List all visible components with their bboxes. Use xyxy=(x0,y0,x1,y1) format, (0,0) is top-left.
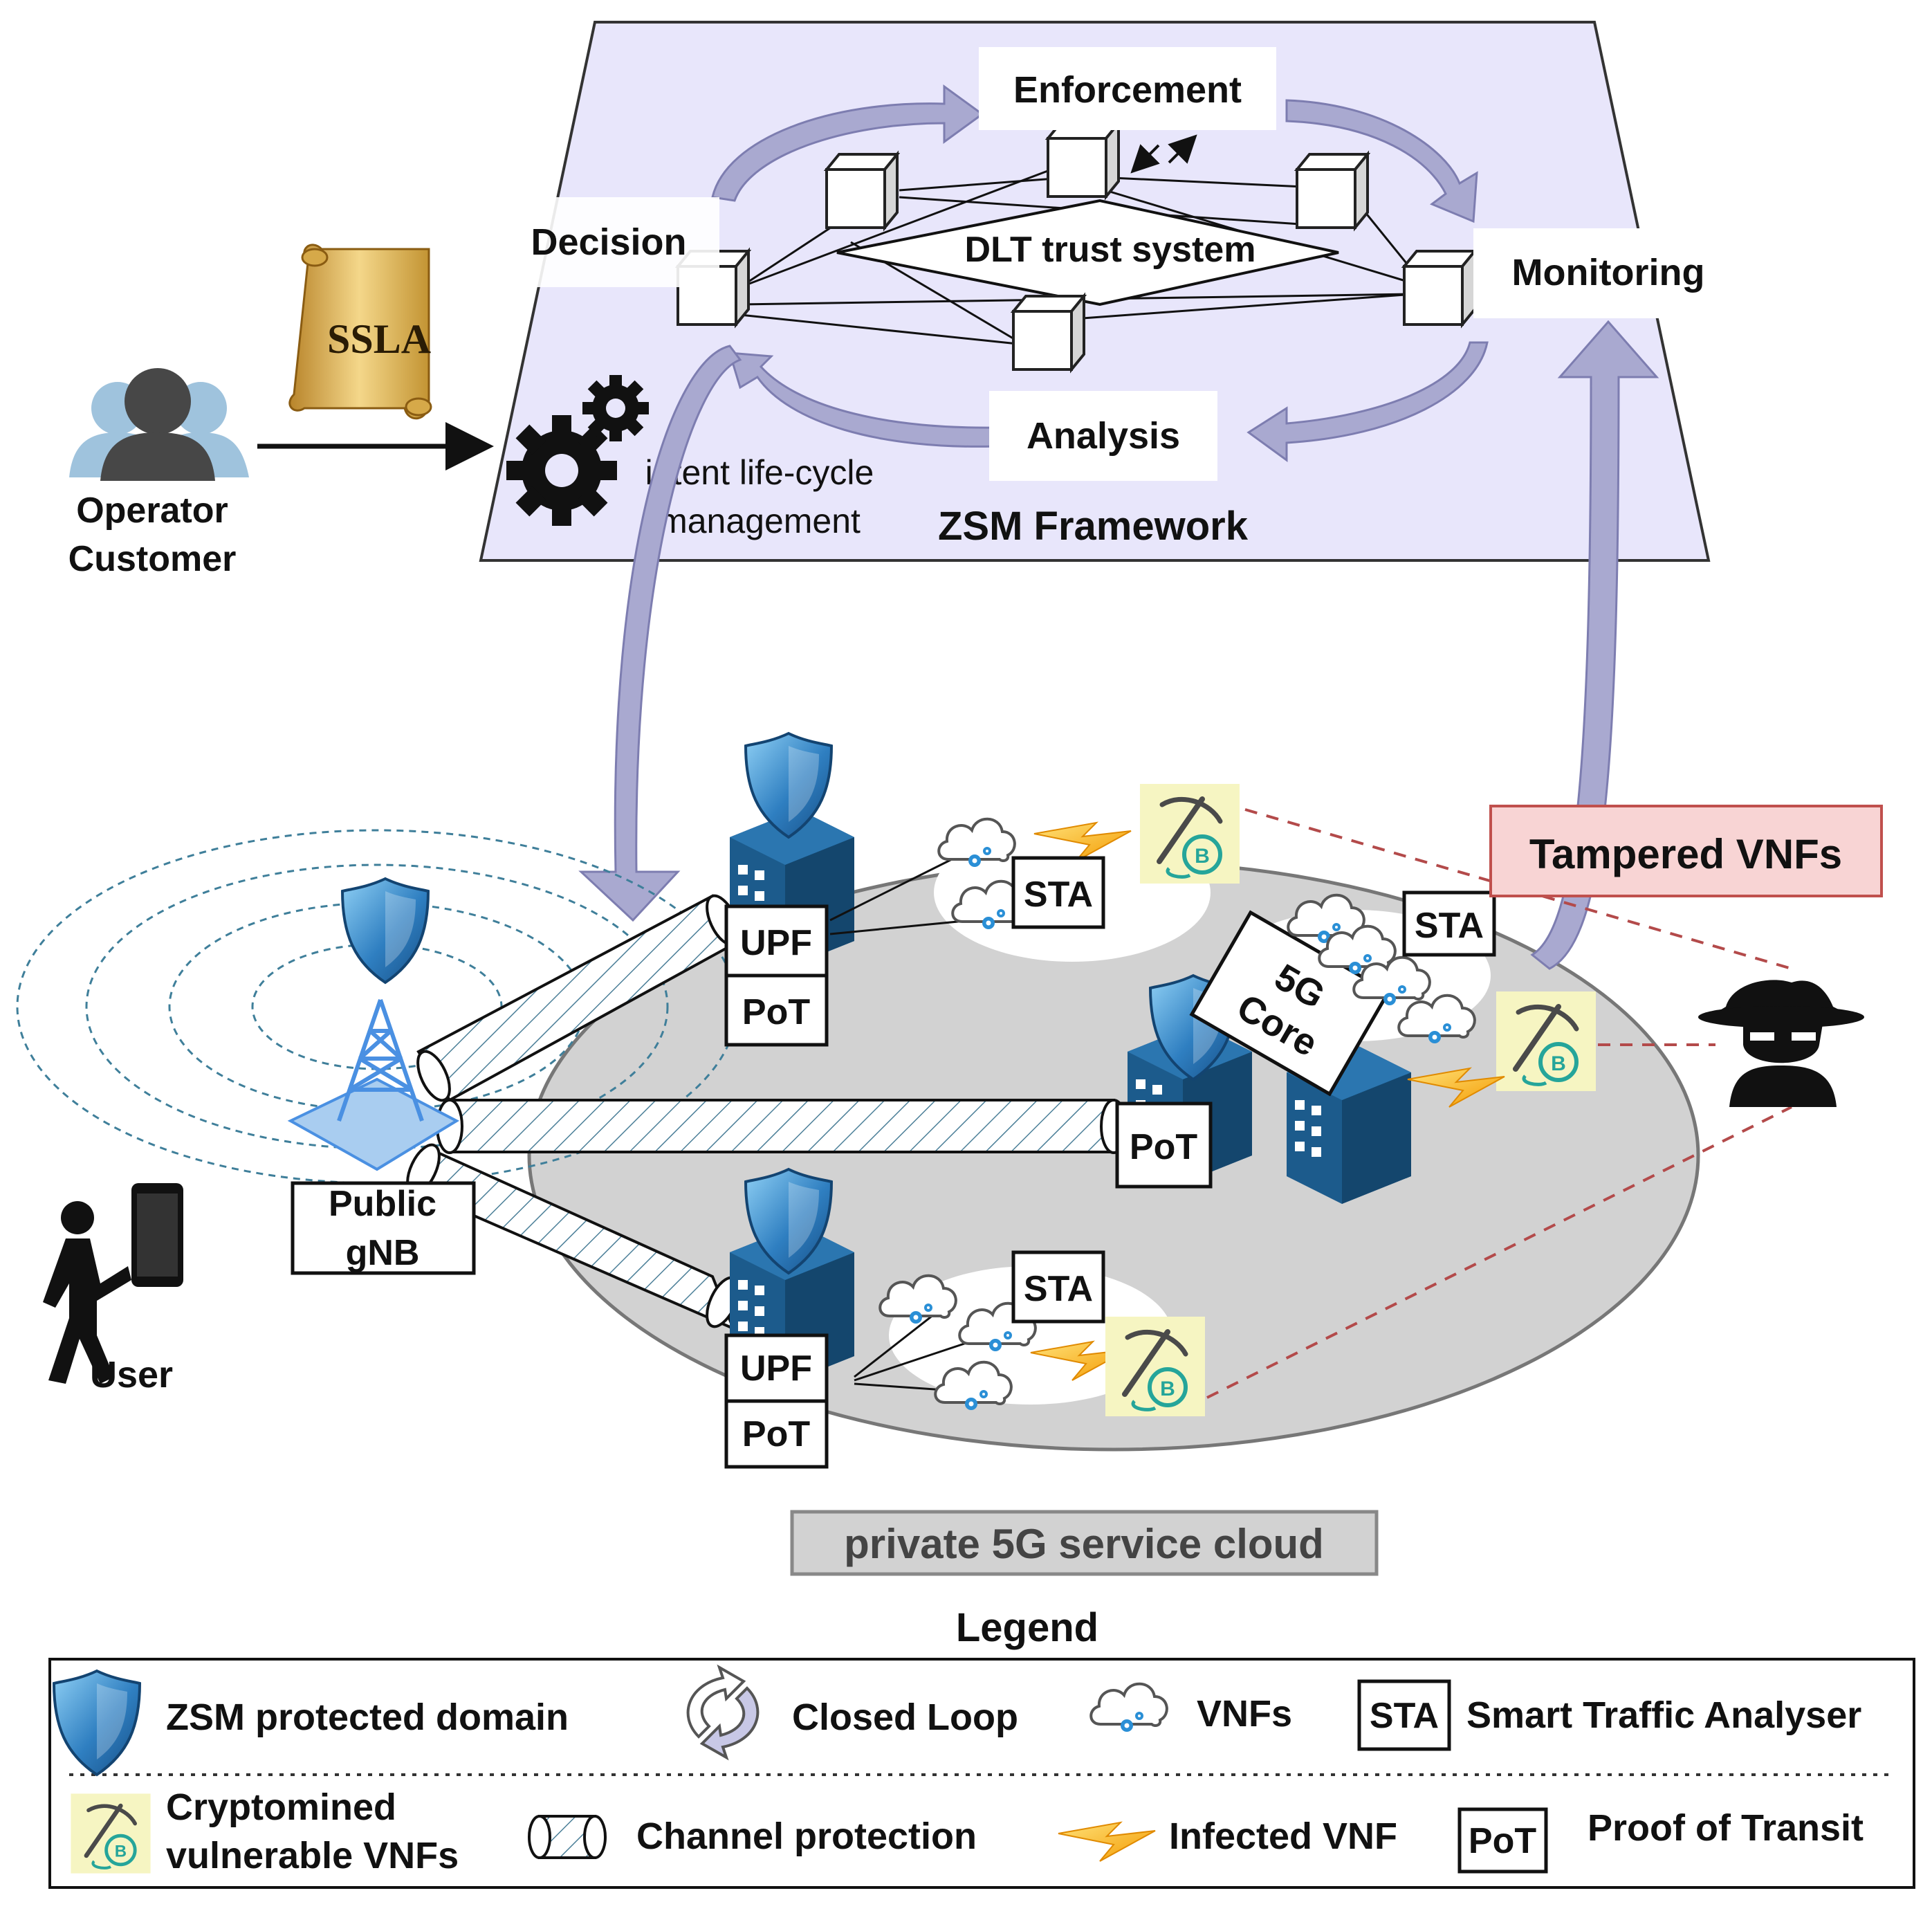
legend-title: Legend xyxy=(956,1605,1098,1650)
sta-bottom-box xyxy=(1011,1250,1105,1324)
exchange-arrows-icon xyxy=(1130,134,1197,174)
pot-top-label: PoT xyxy=(742,992,810,1032)
public-gnb-tower-icon xyxy=(287,877,460,1171)
attacker-links xyxy=(1206,808,1792,1399)
pot-top-box xyxy=(724,973,829,1047)
crypto-tile-core xyxy=(1496,991,1596,1091)
closed-loop-arrows xyxy=(711,84,1489,462)
gnb-line1: Public xyxy=(329,1184,436,1224)
pot-core-label: PoT xyxy=(1130,1127,1197,1167)
sta-bottom-label: STA xyxy=(1024,1269,1093,1309)
legend-crypto-line2: vulnerable VNFs xyxy=(166,1835,459,1876)
legend-infected: Infected VNF xyxy=(1169,1816,1397,1857)
gnb-line2: gNB xyxy=(346,1233,420,1273)
monitoring-label: Monitoring xyxy=(1512,252,1705,293)
legend-sta-label: STA xyxy=(1370,1696,1439,1736)
pot-bottom-box xyxy=(724,1399,829,1469)
analysis-label: Analysis xyxy=(1027,415,1180,457)
legend-sta-box xyxy=(1357,1679,1451,1751)
vnf-cloud-top-1 xyxy=(937,817,1016,868)
operator-line2: Customer xyxy=(68,539,237,579)
upf-bottom-label: UPF xyxy=(740,1348,812,1389)
dlt-label: DLT trust system xyxy=(965,230,1256,270)
dlt-trust-system: DLT trust system xyxy=(836,199,1339,307)
tampered-vnfs-label: Tampered VNFs xyxy=(1529,831,1842,877)
sta-top-label: STA xyxy=(1024,875,1093,915)
gnb-box xyxy=(291,1181,476,1275)
crypto-tile-top xyxy=(1140,784,1240,884)
attacker-icon xyxy=(1698,980,1864,1107)
cloud-label: private 5G service cloud xyxy=(844,1521,1324,1567)
intent-line1: intent life-cycle xyxy=(645,453,874,492)
upf-top-label: UPF xyxy=(740,923,812,963)
legend-sta-desc: Smart Traffic Analyser xyxy=(1466,1694,1861,1736)
tampered-vnfs-box xyxy=(1489,805,1883,897)
ssla-scroll-icon: SSLA xyxy=(288,244,432,420)
enforcement-label: Enforcement xyxy=(1013,69,1242,111)
legend-pot-label: PoT xyxy=(1469,1821,1536,1861)
sta-top-box xyxy=(1011,856,1105,929)
legend-vnfs: VNFs xyxy=(1197,1693,1292,1735)
decision-label: Decision xyxy=(531,221,686,263)
intent-line2: management xyxy=(659,502,861,540)
pot-bottom-label: PoT xyxy=(742,1414,810,1454)
operator-customer-icon xyxy=(69,368,249,481)
ssla-label: SSLA xyxy=(327,316,431,362)
legend-channel-icon xyxy=(528,1815,607,1859)
legend-zsm-domain: ZSM protected domain xyxy=(166,1697,569,1738)
operator-line1: Operator xyxy=(76,491,228,531)
loop-phase-labels: Enforcement Decision Monitoring Analysis xyxy=(505,47,1715,481)
legend-closed-loop: Closed Loop xyxy=(792,1697,1018,1738)
upf-top-links xyxy=(829,857,973,935)
user-icon xyxy=(43,1183,183,1384)
cloud-label-box xyxy=(790,1510,1379,1576)
pot-core-box xyxy=(1115,1101,1213,1189)
crypto-tile-bottom xyxy=(1105,1317,1205,1416)
legend-channel: Channel protection xyxy=(636,1816,977,1857)
sta-core-label: STA xyxy=(1415,906,1484,946)
legend-crypto-icon xyxy=(71,1793,150,1873)
user-label: User xyxy=(90,1354,173,1396)
legend-crypto-line1: Cryptomined xyxy=(166,1786,396,1828)
gears-icon xyxy=(506,375,649,526)
sta-core-box xyxy=(1402,890,1496,957)
zsm-framework-label: ZSM Framework xyxy=(938,504,1249,549)
legend-pot-desc: Proof of Transit xyxy=(1588,1807,1864,1849)
legend-closed-loop-icon xyxy=(686,1664,760,1761)
legend-pot-box xyxy=(1457,1807,1548,1874)
